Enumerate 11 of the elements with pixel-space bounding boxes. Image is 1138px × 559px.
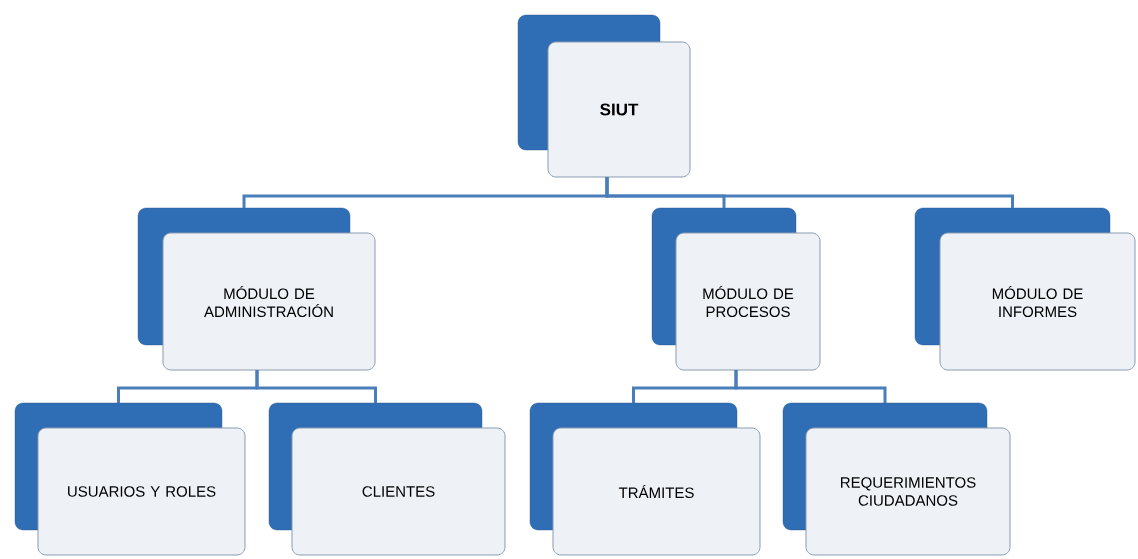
stacked-box: TRÁMITES: [529, 402, 761, 556]
stacked-box: MÓDULO DE INFORMES: [914, 207, 1136, 371]
connector: [255, 370, 377, 403]
connector: [605, 177, 1014, 208]
stacked-box: REQUERIMIENTOS CIUDADANOS: [782, 402, 1011, 556]
stacked-box: MÓDULO DE PROCESOS: [651, 207, 821, 371]
connector: [734, 370, 887, 403]
stacked-box: CLIENTES: [268, 402, 506, 556]
stacked-box: SIUT: [517, 14, 691, 178]
stacked-box: USUARIOS Y ROLES: [14, 402, 246, 556]
stacked-box: MÓDULO DE ADMINISTRACIÓN: [137, 207, 376, 371]
